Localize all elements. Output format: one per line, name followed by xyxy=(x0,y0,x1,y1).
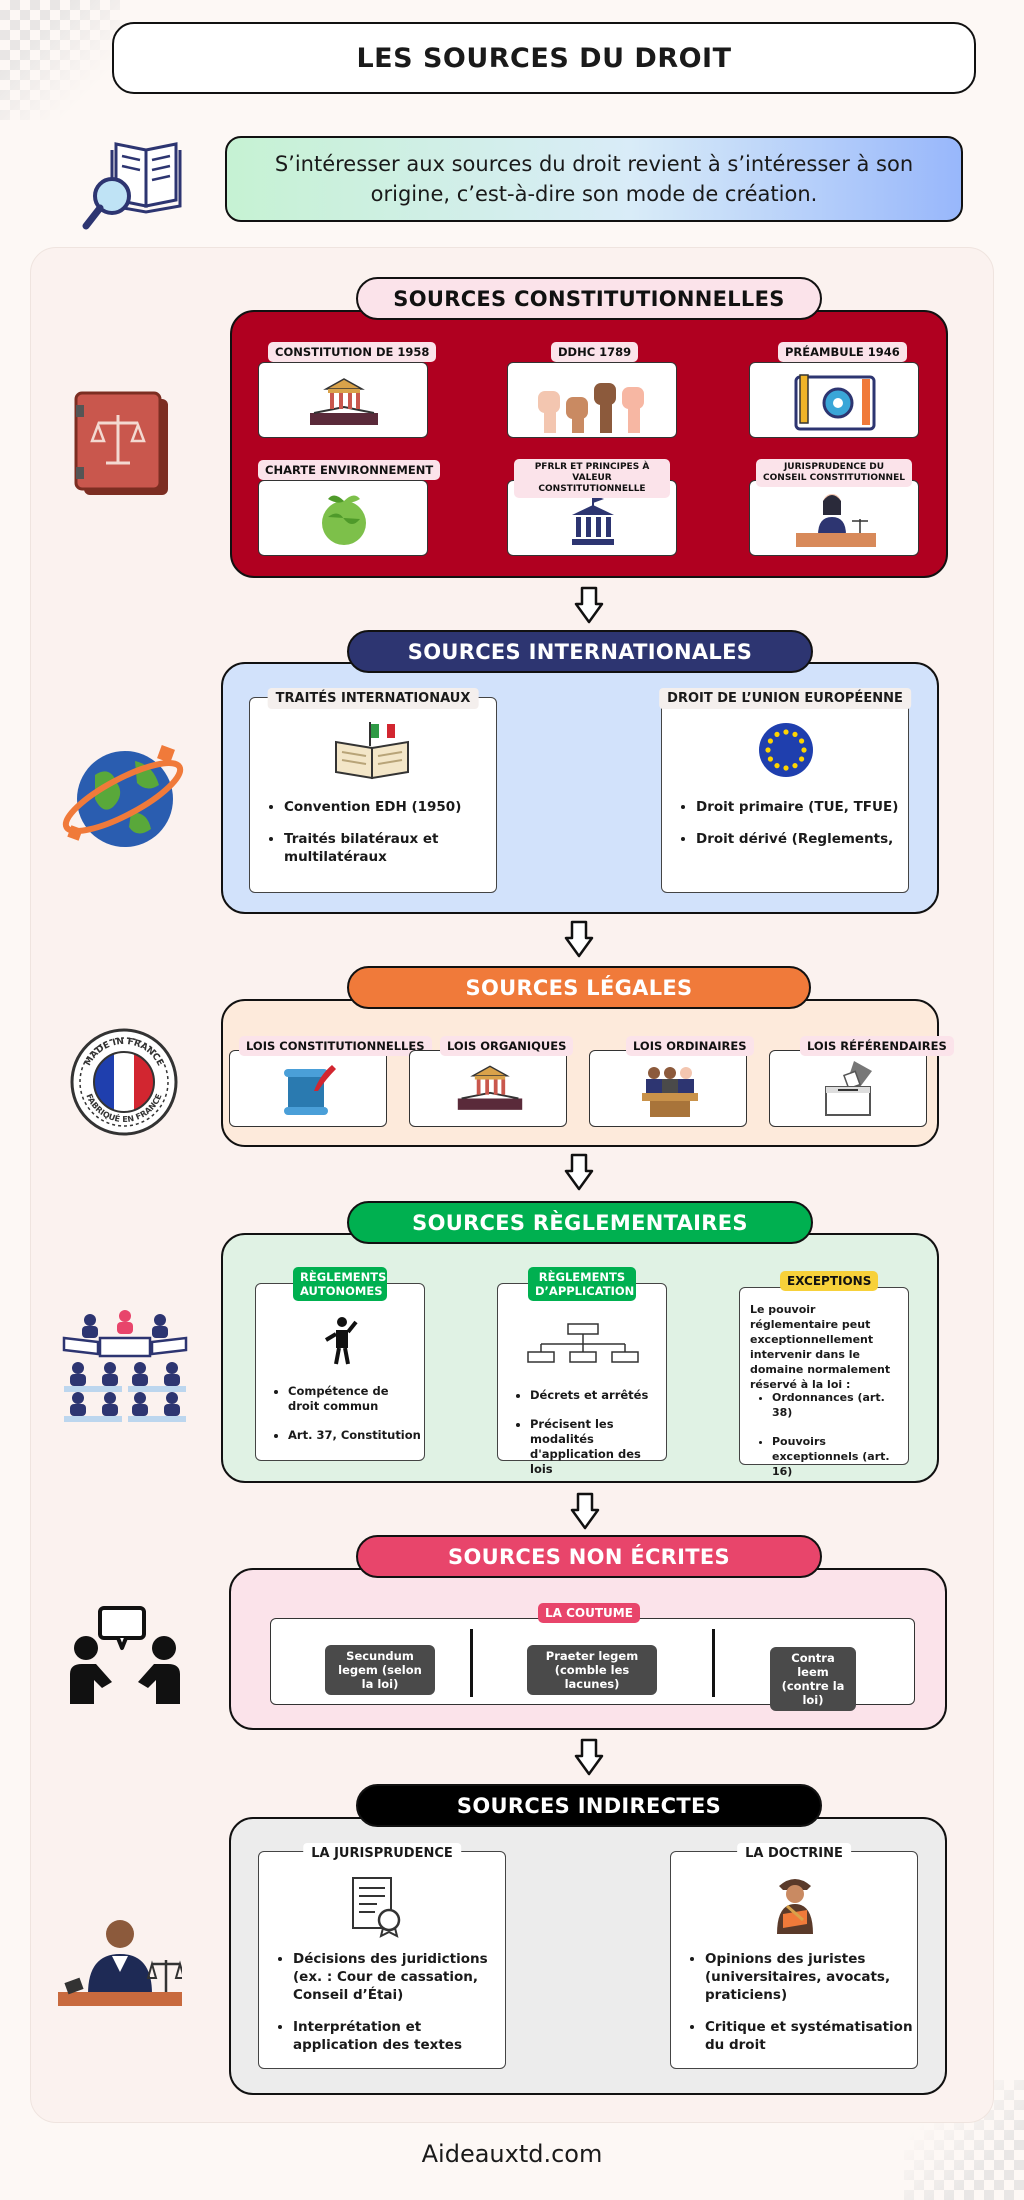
ue-item-1: Droit primaire (TUE, TFUE) xyxy=(696,798,900,816)
exceptions-text: Le pouvoir réglementaire peut exceptionn… xyxy=(750,1303,891,1391)
law-book-icon xyxy=(74,391,168,495)
footer-site[interactable]: Aideauxtd.com xyxy=(421,2140,603,2168)
card-lois-referendaires xyxy=(769,1050,927,1127)
tag-droit-union-europeenne: DROIT DE L’UNION EUROPÉENNE xyxy=(659,688,911,709)
application-item-2: Précisent les modalités d'application de… xyxy=(530,1417,664,1477)
hierarchy-chart-icon xyxy=(527,1323,639,1363)
government-building-icon xyxy=(572,495,614,545)
reglementaires-title: SOURCES RÈGLEMENTAIRES xyxy=(347,1201,813,1244)
main-title: LES SOURCES DU DROIT xyxy=(112,22,976,94)
jurisprudence-item-2: Interprétation et application des textes xyxy=(293,2018,501,2054)
gesturing-person-icon xyxy=(324,1317,358,1365)
parliament-members-icon xyxy=(642,1067,698,1117)
card-exceptions: Le pouvoir réglementaire peut exceptionn… xyxy=(739,1287,909,1478)
indirectes-title: SOURCES INDIRECTES xyxy=(356,1784,822,1827)
tag-constitution-1958: CONSTITUTION DE 1958 xyxy=(268,342,437,362)
autonomes-item-1: Compétence de droit commun xyxy=(288,1384,422,1414)
constitutionnelles-title: SOURCES CONSTITUTIONNELLES xyxy=(356,277,822,320)
legal-document-icon xyxy=(352,1877,401,1938)
conversation-people-icon xyxy=(70,1606,180,1704)
tag-reglements-application: RÈGLEMENTS D’APPLICATION xyxy=(528,1267,636,1301)
down-arrow-icon xyxy=(570,1492,600,1530)
tag-traites-internationaux: TRAITÉS INTERNATIONAUX xyxy=(267,688,479,709)
gear-blueprint-icon xyxy=(794,374,876,431)
coutume-contra-leem: Contra leem (contre la loi) xyxy=(770,1647,856,1711)
eu-flag-icon xyxy=(759,723,813,777)
card-reglements-autonomes: Compétence de droit commun Art. 37, Cons… xyxy=(255,1283,425,1461)
card-lois-constitutionnelles xyxy=(229,1050,387,1127)
card-lois-organiques xyxy=(409,1050,567,1127)
globe-orbit-icon xyxy=(62,745,184,847)
jurisprudence-item-1: Décisions des juridictions (ex. : Cour d… xyxy=(293,1950,501,2004)
doctrine-item-1: Opinions des juristes (universitaires, a… xyxy=(705,1950,913,2004)
card-droit-union-europeenne: DROIT DE L’UNION EUROPÉENNE Droit primai… xyxy=(659,688,911,893)
tag-pfrlr: PFRLR ET PRINCIPES À VALEUR CONSTITUTION… xyxy=(514,459,670,498)
down-arrow-icon xyxy=(574,586,604,624)
judge-gavel-icon xyxy=(58,1920,182,2006)
card-la-jurisprudence: LA JURISPRUDENCE Décisions des juridicti… xyxy=(258,1843,506,2069)
assembly-seating-icon xyxy=(62,1310,188,1422)
divider xyxy=(712,1629,715,1697)
courthouse-book-icon xyxy=(457,1065,523,1110)
coutume-praeter-legem: Praeter legem (comble les lacunes) xyxy=(527,1645,657,1695)
tag-la-coutume: LA COUTUME xyxy=(538,1603,640,1623)
down-arrow-icon xyxy=(564,920,594,958)
down-arrow-icon xyxy=(574,1738,604,1776)
scholar-reading-icon xyxy=(777,1879,813,1934)
intro-text: S’intéresser aux sources du droit revien… xyxy=(225,136,963,222)
doctrine-item-2: Critique et systématisation du droit xyxy=(705,2018,913,2054)
tag-lois-constitutionnelles: LOIS CONSTITUTIONNELLES xyxy=(239,1036,432,1056)
tag-lois-ordinaires: LOIS ORDINAIRES xyxy=(626,1036,754,1056)
traites-item-2: Traités bilatéraux et multilatéraux xyxy=(284,830,488,866)
tag-preambule-1946: PRÉAMBULE 1946 xyxy=(778,342,907,362)
judge-at-desk-icon xyxy=(796,494,876,547)
card-jurisprudence-conseil xyxy=(749,480,919,556)
ballot-box-icon xyxy=(825,1061,872,1116)
card-charte-environnement xyxy=(258,480,428,556)
card-preambule-1946 xyxy=(749,362,919,438)
tag-ddhc-1789: DDHC 1789 xyxy=(551,342,639,362)
down-arrow-icon xyxy=(564,1153,594,1191)
autonomes-item-2: Art. 37, Constitution xyxy=(288,1428,422,1443)
tag-la-doctrine: LA DOCTRINE xyxy=(737,1843,851,1864)
application-item-1: Décrets et arrêtés xyxy=(530,1388,664,1403)
card-reglements-application: Décrets et arrêtés Précisent les modalit… xyxy=(497,1283,667,1476)
traites-item-1: Convention EDH (1950) xyxy=(284,798,488,816)
raised-fists-icon xyxy=(538,383,644,433)
non-ecrites-title: SOURCES NON ÉCRITES xyxy=(356,1535,822,1578)
tag-exceptions: EXCEPTIONS xyxy=(780,1271,879,1291)
tag-jurisprudence-conseil: JURISPRUDENCE DU CONSEIL CONSTITUTIONNEL xyxy=(756,459,912,487)
card-constitution-1958 xyxy=(258,362,428,438)
divider xyxy=(470,1629,473,1697)
internationales-title: SOURCES INTERNATIONALES xyxy=(347,630,813,673)
courthouse-book-icon xyxy=(310,378,378,425)
checker-decoration-top-left xyxy=(0,0,120,120)
legales-title: SOURCES LÉGALES xyxy=(347,966,811,1009)
made-in-france-seal-icon: MADE IN FRANCE FABRIQUÉ EN FRANCE xyxy=(70,1028,178,1136)
exceptions-item-2: Pouvoirs exceptionnels (art. 16) xyxy=(772,1434,906,1479)
green-earth-icon xyxy=(322,495,366,545)
card-traites-internationaux: TRAITÉS INTERNATIONAUX Convention EDH (1… xyxy=(249,688,497,893)
exceptions-item-1: Ordonnances (art. 38) xyxy=(772,1390,906,1420)
coutume-secundum-legem: Secundum legem (selon la loi) xyxy=(325,1645,435,1695)
tag-lois-referendaires: LOIS RÉFÉRENDAIRES xyxy=(800,1036,954,1056)
card-lois-ordinaires xyxy=(589,1050,747,1127)
card-ddhc-1789 xyxy=(507,362,677,438)
tag-lois-organiques: LOIS ORGANIQUES xyxy=(440,1036,574,1056)
tag-reglements-autonomes: RÈGLEMENTS AUTONOMES xyxy=(293,1267,387,1301)
book-magnifier-icon xyxy=(82,142,182,230)
card-la-doctrine: LA DOCTRINE Opinions des juristes (unive… xyxy=(670,1843,918,2069)
open-book-flag-icon xyxy=(335,722,409,780)
tag-la-jurisprudence: LA JURISPRUDENCE xyxy=(303,1843,461,1864)
tag-charte-environnement: CHARTE ENVIRONNEMENT xyxy=(258,460,441,480)
ue-item-2: Droit dérivé (Reglements, xyxy=(696,830,900,848)
scroll-quill-icon xyxy=(284,1065,336,1115)
